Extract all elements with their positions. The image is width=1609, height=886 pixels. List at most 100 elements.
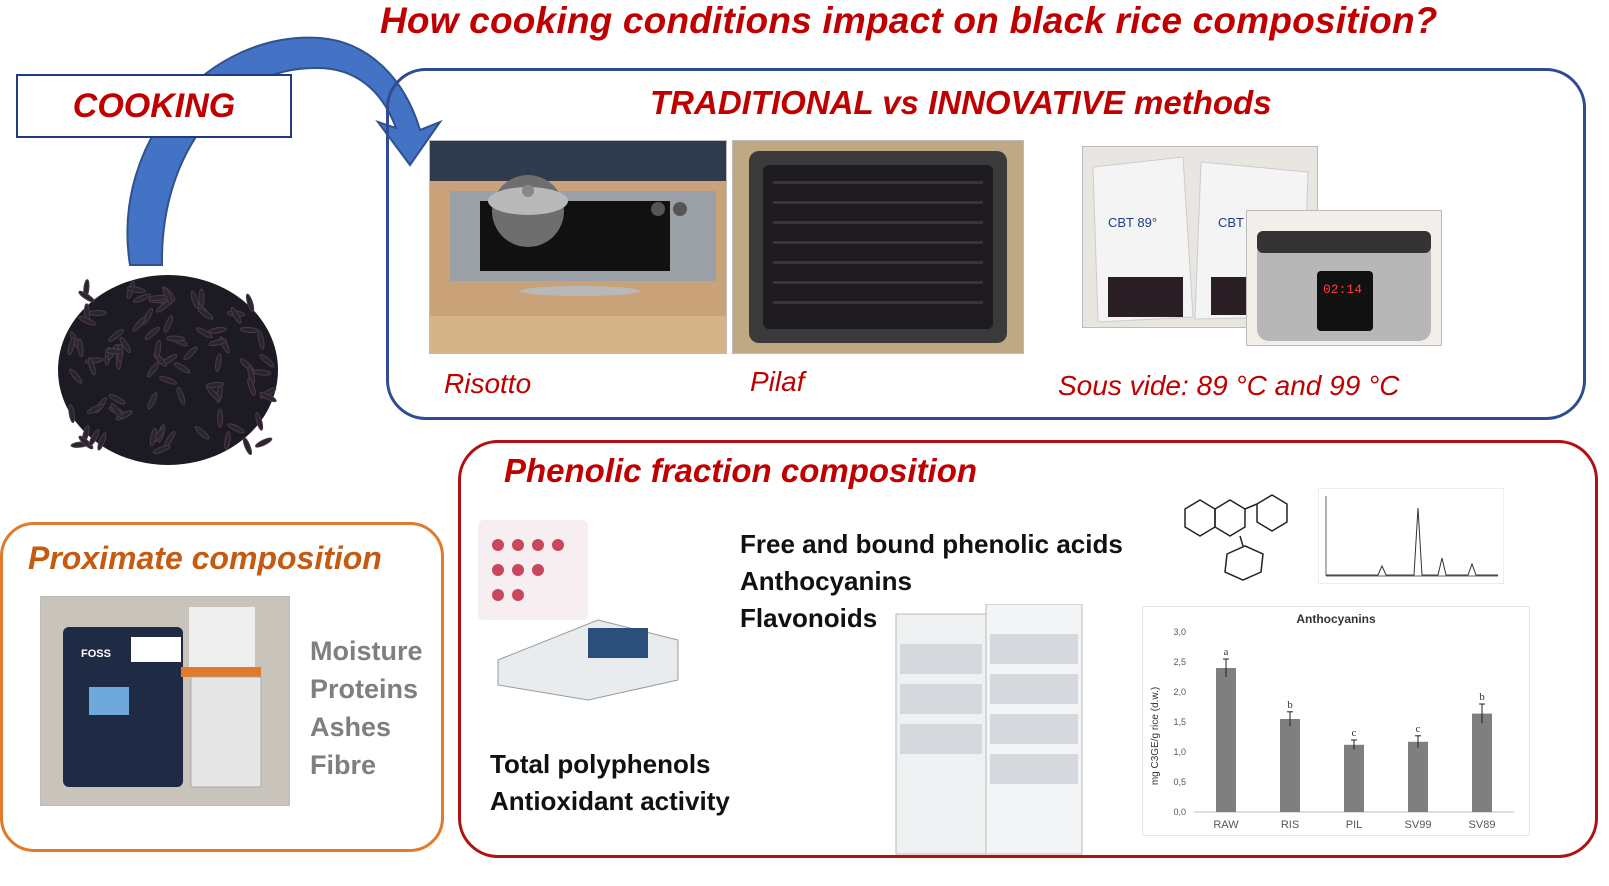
rice-grain xyxy=(242,437,252,456)
rice-grain xyxy=(255,412,264,431)
rice-grain xyxy=(108,393,126,405)
y-tick-label: 1,5 xyxy=(1173,717,1186,727)
rice-grain xyxy=(67,336,76,356)
rice-grain xyxy=(195,327,213,339)
rice-grain xyxy=(217,408,224,428)
rice-grain xyxy=(119,336,132,354)
rice-grain xyxy=(86,403,105,414)
x-tick-label: RIS xyxy=(1281,819,1299,831)
significance-letter: a xyxy=(1224,646,1229,658)
x-tick-label: PIL xyxy=(1346,819,1363,831)
rice-grain xyxy=(77,338,84,358)
proximate-list: Moisture Proteins Ashes Fibre xyxy=(310,632,423,784)
rice-grain xyxy=(230,306,242,324)
rice-grain xyxy=(163,315,174,333)
rice-grain xyxy=(166,335,186,342)
svg-text:FOSS: FOSS xyxy=(81,648,111,660)
methods-title: TRADITIONAL vs INNOVATIVE methods xyxy=(650,84,1272,121)
rice-grain xyxy=(183,346,198,361)
rice-grain xyxy=(69,368,83,384)
y-tick-label: 2,0 xyxy=(1173,687,1186,697)
risotto-photo xyxy=(429,140,727,354)
analyzer-photo: FOSS xyxy=(40,596,290,806)
rice-grain xyxy=(108,328,124,342)
caption-pilaf: Pilaf xyxy=(750,366,805,397)
rice-grain xyxy=(252,369,272,376)
rice-grain xyxy=(245,293,255,312)
spectrophotometer-image xyxy=(478,520,679,701)
bar xyxy=(1408,741,1428,812)
rice-grain xyxy=(68,404,76,423)
significance-letter: c xyxy=(1352,727,1357,739)
anthocyanin-structure-image xyxy=(1184,494,1288,581)
anthocyanins-chart: Anthocyanins mg C3GE/g rice (d.w.) 0,00,… xyxy=(1142,606,1530,836)
rice-grain xyxy=(259,354,275,368)
rice-grain xyxy=(97,432,107,451)
rice-grain xyxy=(224,431,231,450)
x-tick-label: RAW xyxy=(1213,819,1239,831)
rice-grain xyxy=(105,348,125,355)
proximate-panel xyxy=(0,522,444,852)
proximate-item: Moisture xyxy=(310,636,423,666)
bar xyxy=(1216,668,1236,812)
black-rice-image xyxy=(58,275,278,465)
bar xyxy=(1344,744,1364,812)
y-tick-label: 3,0 xyxy=(1173,627,1186,637)
rice-grain xyxy=(88,429,100,447)
rice-grain xyxy=(78,315,97,326)
chart-ylabel: mg C3GE/g rice (d.w.) xyxy=(1150,687,1161,785)
svg-text:02:14: 02:14 xyxy=(1323,282,1362,297)
y-tick-label: 0,5 xyxy=(1173,777,1186,787)
chromatogram-image xyxy=(1318,488,1504,584)
hplc-item: Anthocyanins xyxy=(740,566,912,596)
rice-grain xyxy=(247,365,256,385)
proximate-item: Fibre xyxy=(310,750,377,780)
rice-grain xyxy=(87,357,96,376)
rice-grain xyxy=(227,423,245,434)
caption-risotto: Risotto xyxy=(444,368,532,399)
rice-grain xyxy=(208,327,227,334)
pilaf-photo xyxy=(732,140,1024,354)
rice-grain xyxy=(176,386,186,405)
bar xyxy=(1280,719,1300,812)
rice-grain xyxy=(110,402,123,419)
rice-grain xyxy=(78,290,95,303)
rice-grain xyxy=(149,427,158,447)
cooking-label: COOKING xyxy=(16,74,292,138)
rice-grain xyxy=(259,391,277,403)
hplc-item: Flavonoids xyxy=(740,603,878,633)
page-title: How cooking conditions impact on black r… xyxy=(380,0,1438,41)
rice-grain xyxy=(205,381,225,389)
spectro-item: Antioxidant activity xyxy=(490,786,730,816)
phenolic-panel xyxy=(458,440,1598,858)
bar xyxy=(1472,713,1492,812)
hplc-list: Free and bound phenolic acids Anthocyani… xyxy=(740,526,1123,637)
rice-grain xyxy=(194,426,210,440)
significance-letter: b xyxy=(1479,691,1485,703)
rice-grain xyxy=(173,362,191,374)
rice-grain xyxy=(247,377,256,396)
proximate-item: Proteins xyxy=(310,674,419,704)
rice-grain xyxy=(257,330,265,350)
rice-grain xyxy=(148,294,168,301)
spectro-list: Total polyphenols Antioxidant activity xyxy=(490,746,730,820)
rice-grain xyxy=(239,326,259,334)
rice-grain xyxy=(152,444,171,454)
rice-grain xyxy=(208,338,228,347)
y-tick-label: 1,0 xyxy=(1173,747,1186,757)
significance-letter: b xyxy=(1287,699,1293,711)
x-tick-label: SV89 xyxy=(1469,819,1496,831)
y-tick-label: 2,5 xyxy=(1173,657,1186,667)
rice-grain xyxy=(147,392,158,410)
hplc-instrument-image xyxy=(895,604,1083,855)
x-tick-label: SV99 xyxy=(1405,819,1432,831)
proximate-item: Ashes xyxy=(310,712,392,742)
rice-grain xyxy=(154,339,162,359)
rice-grain xyxy=(214,353,222,372)
spectro-item: Total polyphenols xyxy=(490,749,711,779)
proximate-title: Proximate composition xyxy=(28,540,382,576)
hplc-item: Free and bound phenolic acids xyxy=(740,529,1123,559)
methods-panel xyxy=(386,68,1586,420)
rice-grain xyxy=(190,290,199,309)
rice-grain xyxy=(159,375,178,385)
